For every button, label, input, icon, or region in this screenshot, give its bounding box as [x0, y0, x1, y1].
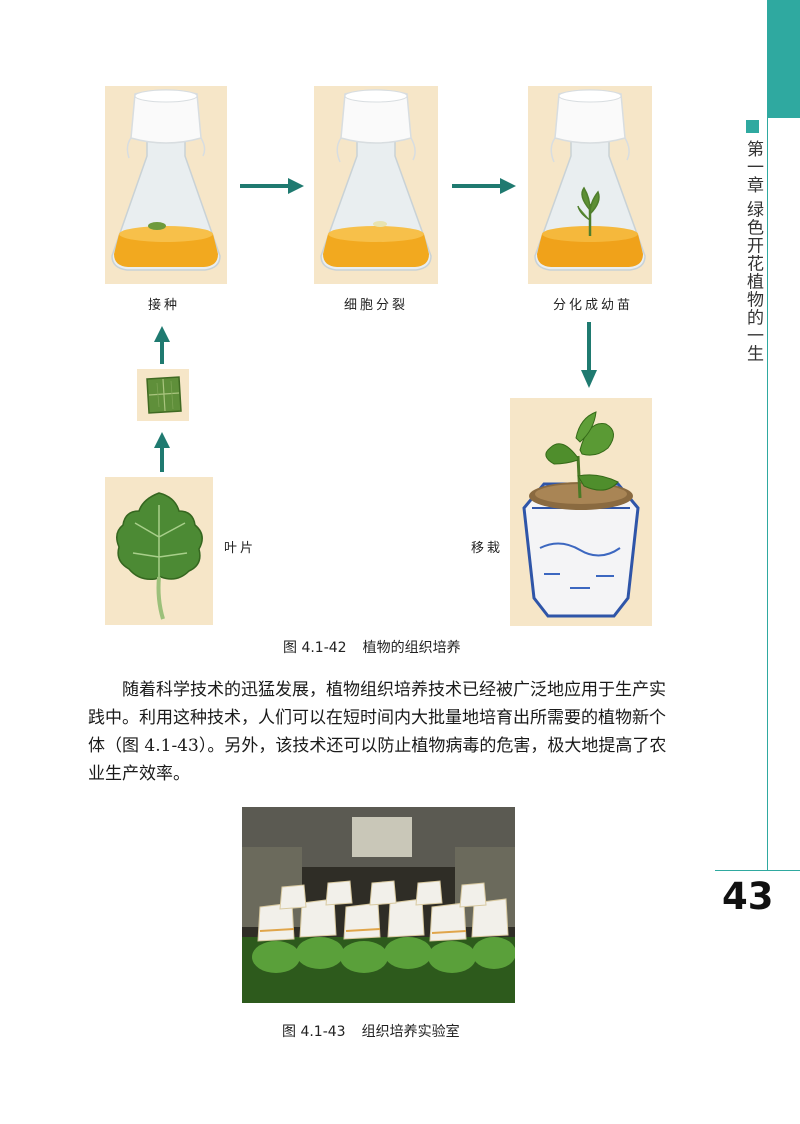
figure1-caption-number: 图 4.1-42 — [283, 640, 347, 656]
chapter-tab — [767, 0, 800, 118]
figure1-caption: 图 4.1-42 植物的组织培养 — [283, 637, 461, 657]
label-cell-division: 细胞分裂 — [344, 298, 409, 313]
flask-cell-division-image — [314, 86, 438, 284]
leaf-image — [105, 477, 213, 625]
label-transplant: 移栽 — [471, 541, 504, 556]
arrow-down — [581, 322, 597, 388]
figure1-caption-text: 植物的组织培养 — [362, 640, 461, 656]
label-inoculate: 接种 — [148, 298, 181, 313]
body-paragraph: 随着科学技术的迅猛发展，植物组织培养技术已经被广泛地应用于生产实践中。利用这种技… — [88, 680, 667, 784]
arrow-up-1 — [154, 326, 170, 364]
body-paragraph-block: 随着科学技术的迅猛发展，植物组织培养技术已经被广泛地应用于生产实践中。利用这种技… — [88, 676, 673, 788]
page-number: 43 — [722, 875, 774, 918]
label-leaf: 叶片 — [224, 541, 257, 556]
arrow-up-2 — [154, 432, 170, 472]
page-number-rule — [715, 870, 800, 871]
arrow-right-1 — [240, 178, 304, 194]
potted-seedling-image — [510, 398, 652, 626]
lab-photo-image — [242, 807, 515, 1003]
arrow-right-2 — [452, 178, 516, 194]
figure2-caption-number: 图 4.1-43 — [282, 1024, 346, 1040]
chapter-divider-line — [767, 118, 768, 870]
chapter-marker-square — [746, 120, 759, 133]
figure2-caption: 图 4.1-43 组织培养实验室 — [282, 1021, 460, 1041]
leaf-explant-image — [137, 369, 189, 421]
figure2-caption-text: 组织培养实验室 — [361, 1024, 460, 1040]
label-differentiate: 分化成幼苗 — [553, 298, 634, 313]
chapter-title: 第一章 绿色开花植物的一生 — [743, 140, 763, 363]
flask-seedling-image — [528, 86, 652, 284]
flask-inoculation-image — [105, 86, 227, 284]
